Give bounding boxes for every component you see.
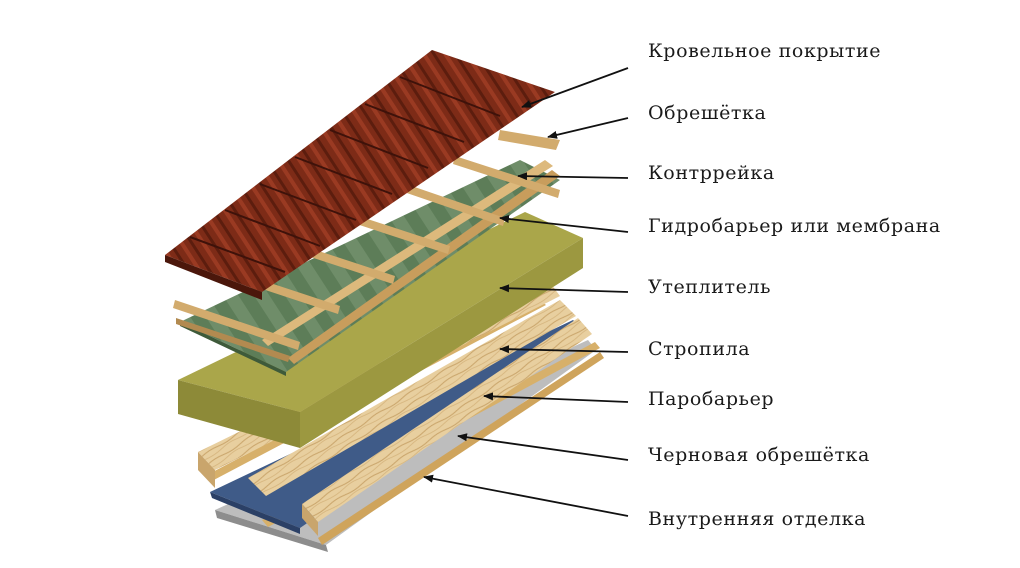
arrow-insulation — [499, 284, 629, 293]
arrow-interior-finish — [423, 474, 629, 517]
label-insulation: Утеплитель — [648, 276, 772, 298]
arrow-counter-batten — [517, 172, 629, 181]
label-counter-batten: Контррейка — [648, 162, 775, 184]
arrow-roof-covering — [521, 67, 629, 108]
arrow-battens — [547, 117, 629, 139]
arrow-vapor-barrier — [483, 392, 629, 403]
label-hydro-barrier: Гидробарьер или мембрана — [648, 215, 941, 237]
roof-covering-layer — [165, 50, 555, 300]
arrow-rough-sheathing — [457, 433, 629, 461]
arrow-hydro-barrier — [499, 215, 629, 233]
vapor-barrier-layer — [210, 320, 586, 534]
label-rough-sheathing: Черновая обрешётка — [648, 444, 870, 466]
label-interior-finish: Внутренняя отделка — [648, 508, 867, 530]
label-battens: Обрешётка — [648, 102, 767, 124]
label-rafters: Стропила — [648, 338, 751, 360]
label-roof-covering: Кровельное покрытие — [648, 40, 882, 62]
leader-arrows — [423, 67, 629, 517]
label-vapor-barrier: Паробарьер — [648, 388, 775, 410]
arrow-rafters — [499, 345, 629, 354]
